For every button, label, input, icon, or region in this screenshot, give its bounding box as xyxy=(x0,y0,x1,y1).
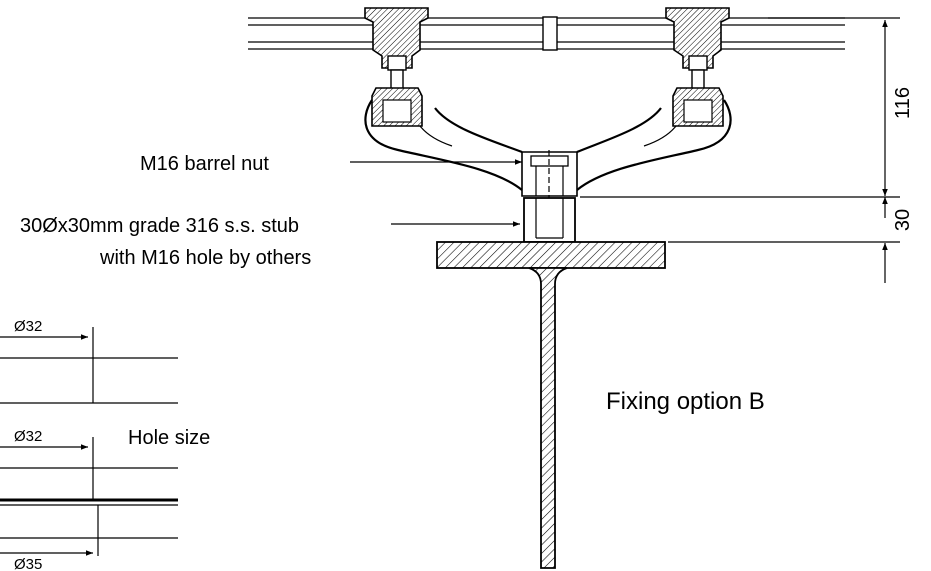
dimension-30: 30 xyxy=(892,209,914,231)
diameter-label-3: Ø35 xyxy=(14,556,42,571)
diameter-label-1: Ø32 xyxy=(14,318,42,335)
t-section-support xyxy=(436,241,666,569)
hole-size-label: Hole size xyxy=(128,427,210,449)
stub-label-line1: 30Øx30mm grade 316 s.s. stub xyxy=(20,215,299,237)
leader-arrows xyxy=(350,159,522,227)
right-clamp-fitting xyxy=(665,7,730,127)
spider-arms xyxy=(364,99,732,191)
diameter-label-2: Ø32 xyxy=(14,428,42,445)
top-rail xyxy=(248,16,845,51)
stub xyxy=(523,197,576,243)
hole-size-detail xyxy=(0,327,178,556)
fixing-option-label: Fixing option B xyxy=(606,388,765,415)
dimension-lines xyxy=(580,17,900,283)
left-clamp-fitting xyxy=(364,7,429,127)
stub-label-line2: with M16 hole by others xyxy=(99,247,311,269)
barrel-nut-label: M16 barrel nut xyxy=(140,153,269,175)
dimension-116: 116 xyxy=(892,87,914,119)
